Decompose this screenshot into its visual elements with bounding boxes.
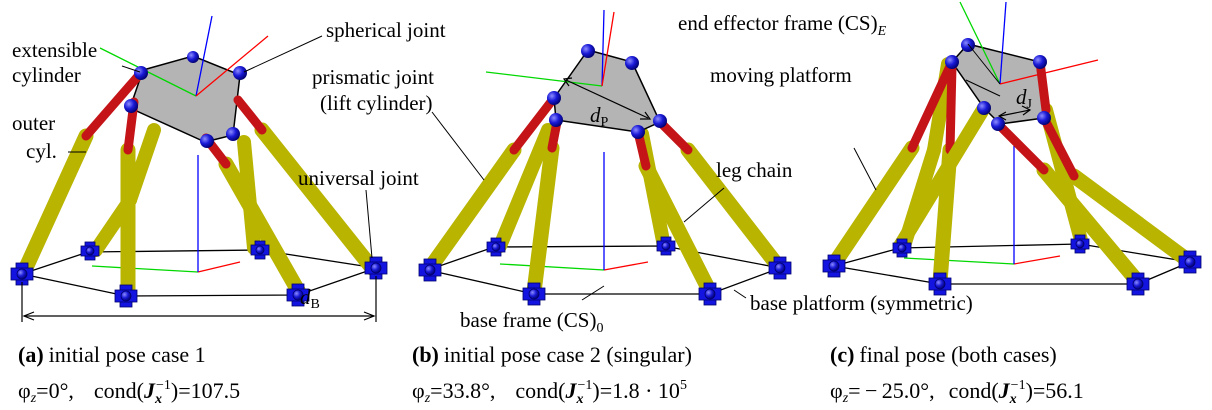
legs-front (826, 57, 1198, 290)
panel-c-robot (822, 1, 1202, 296)
ee-axis-x (601, 11, 615, 87)
universal-joints (418, 236, 792, 306)
spherical-joints (547, 44, 667, 139)
leader-lines-b (431, 111, 747, 301)
ee-axis-y (99, 47, 197, 97)
base-axis-y (499, 263, 605, 271)
caption-c-formula: φz= − 25.0°,cond(Jx−1)=56.1 (830, 378, 1084, 407)
label-prismatic-1: prismatic joint (312, 65, 434, 89)
label-dP: dP (590, 103, 609, 130)
legs-back (89, 123, 261, 257)
label-end-effector: end effector frame (CS)E (678, 11, 887, 39)
label-outer-1: outer (12, 111, 55, 135)
caption-b-title: (b)initial pose case 2 (singular) (412, 342, 692, 367)
legs-front (16, 69, 380, 302)
caption-b-formula: φz=33.8°,cond(Jx−1)=1.8 · 105 (412, 378, 687, 407)
leader-lines-a (68, 35, 373, 259)
label-dJ: dJ (1016, 85, 1033, 112)
caption-c-title: (c)final pose (both cases) (830, 342, 1057, 367)
caption-c: (c)final pose (both cases) φz= − 25.0°,c… (830, 342, 1084, 407)
caption-a-formula: φz=0°,cond(Jx−1)=107.5 (18, 378, 240, 407)
leader-lines-c (853, 43, 1001, 191)
spherical-joints (945, 38, 1051, 131)
ee-axis-x (999, 59, 1099, 85)
caption-a-title: (a)initial pose case 1 (18, 342, 206, 367)
dimension-dP (562, 77, 652, 120)
base-platform-outline (19, 249, 377, 297)
dimension-dB (21, 276, 377, 322)
ee-axis-z (195, 15, 213, 97)
base-axis-y (91, 265, 199, 273)
ee-axis-x (195, 35, 269, 97)
spherical-joints (124, 51, 247, 148)
label-outer-2: cyl. (26, 139, 57, 163)
base-axis-x (1013, 255, 1061, 265)
label-spherical-joint: spherical joint (326, 18, 446, 42)
ee-axis-y (485, 71, 603, 87)
caption-b: (b)initial pose case 2 (singular) φz=33.… (412, 342, 692, 407)
label-moving-platform: moving platform (710, 63, 852, 87)
label-prismatic-2: (lift cylinder) (320, 91, 433, 115)
legs-front (422, 93, 786, 300)
moving-platform (951, 43, 1045, 125)
panel-b-robot (418, 9, 792, 306)
label-extensible-1: extensible (12, 38, 97, 62)
panel-a-robot (10, 15, 388, 322)
ee-axis-z (999, 1, 1007, 85)
label-universal-joint: universal joint (298, 166, 419, 190)
universal-joints (10, 240, 388, 308)
ee-axis-z (601, 9, 605, 87)
label-extensible-2: cylinder (12, 63, 81, 87)
base-axis-x (603, 261, 649, 271)
base-axis-y (903, 257, 1015, 265)
label-leg-chain: leg chain (716, 158, 793, 182)
base-axis-x (197, 261, 241, 273)
ee-axis-y (959, 1, 1001, 85)
caption-a: (a)initial pose case 1 φz=0°,cond(Jx−1)=… (18, 342, 240, 407)
label-base-frame: base frame (CS)0 (460, 308, 603, 336)
universal-joints (822, 234, 1202, 296)
label-dB: dB (300, 285, 320, 312)
dimension-dJ (997, 105, 1032, 121)
